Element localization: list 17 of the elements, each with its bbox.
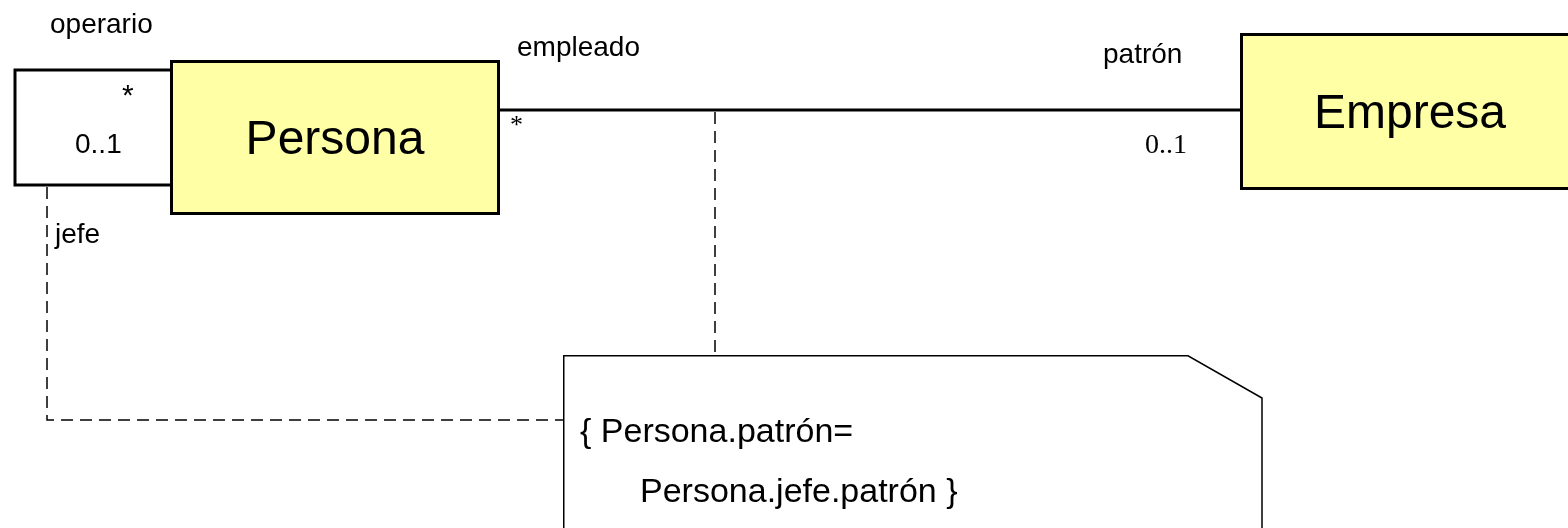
role-label: *	[122, 80, 134, 110]
class-name: Empresa	[1313, 83, 1507, 140]
role-label: jefe	[55, 220, 101, 248]
constraint-text: { Persona.patrón= Persona.jefe.patrón }	[580, 410, 959, 511]
dashed-connector	[46, 186, 564, 421]
role-label: empleado	[517, 33, 640, 61]
class-name: Persona	[245, 109, 425, 166]
role-label: *	[510, 112, 523, 138]
class-box	[1240, 33, 1568, 190]
role-label: operario	[50, 10, 153, 38]
association-line	[500, 108, 1240, 112]
role-label: patrón	[1103, 40, 1183, 68]
role-label: 0..1	[1145, 130, 1187, 158]
role-label: 0..1	[75, 130, 122, 158]
note-shape	[563, 355, 1263, 528]
class-box	[170, 60, 500, 215]
association-line	[13, 68, 170, 187]
